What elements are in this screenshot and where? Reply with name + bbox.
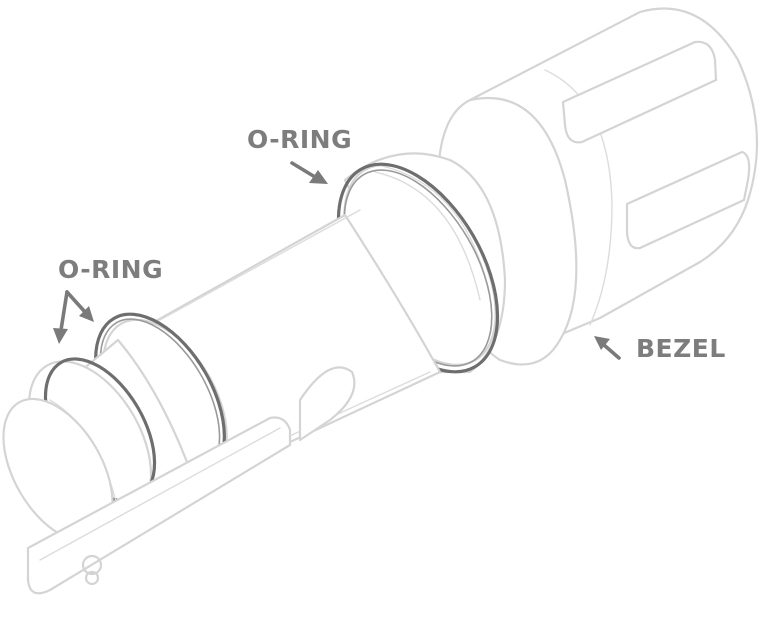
tail-section: [2, 312, 228, 543]
callout-bezel: BEZEL: [594, 334, 726, 363]
lower-o-ring-arrowhead-right: [79, 306, 94, 322]
upper-o-ring-arrow: [290, 161, 317, 179]
callout-upper-o-ring: O-RING: [247, 125, 352, 184]
upper-o-ring-arrowhead: [309, 170, 328, 184]
pocket-clip: [26, 366, 356, 595]
upper-o-ring-label: O-RING: [247, 125, 352, 154]
bezel-arrow: [602, 343, 621, 360]
bezel-head: [436, 7, 759, 366]
bezel-arrowhead: [594, 336, 610, 350]
lower-o-ring-label: O-RING: [58, 255, 163, 284]
callout-lower-o-ring: O-RING: [53, 255, 163, 344]
lower-o-ring-arrow-right: [65, 290, 87, 314]
bezel-label: BEZEL: [636, 334, 726, 363]
lower-o-ring-arrowhead-left: [53, 328, 68, 344]
flashlight-body: [2, 7, 759, 595]
lower-o-ring-arrow-left: [59, 290, 69, 332]
